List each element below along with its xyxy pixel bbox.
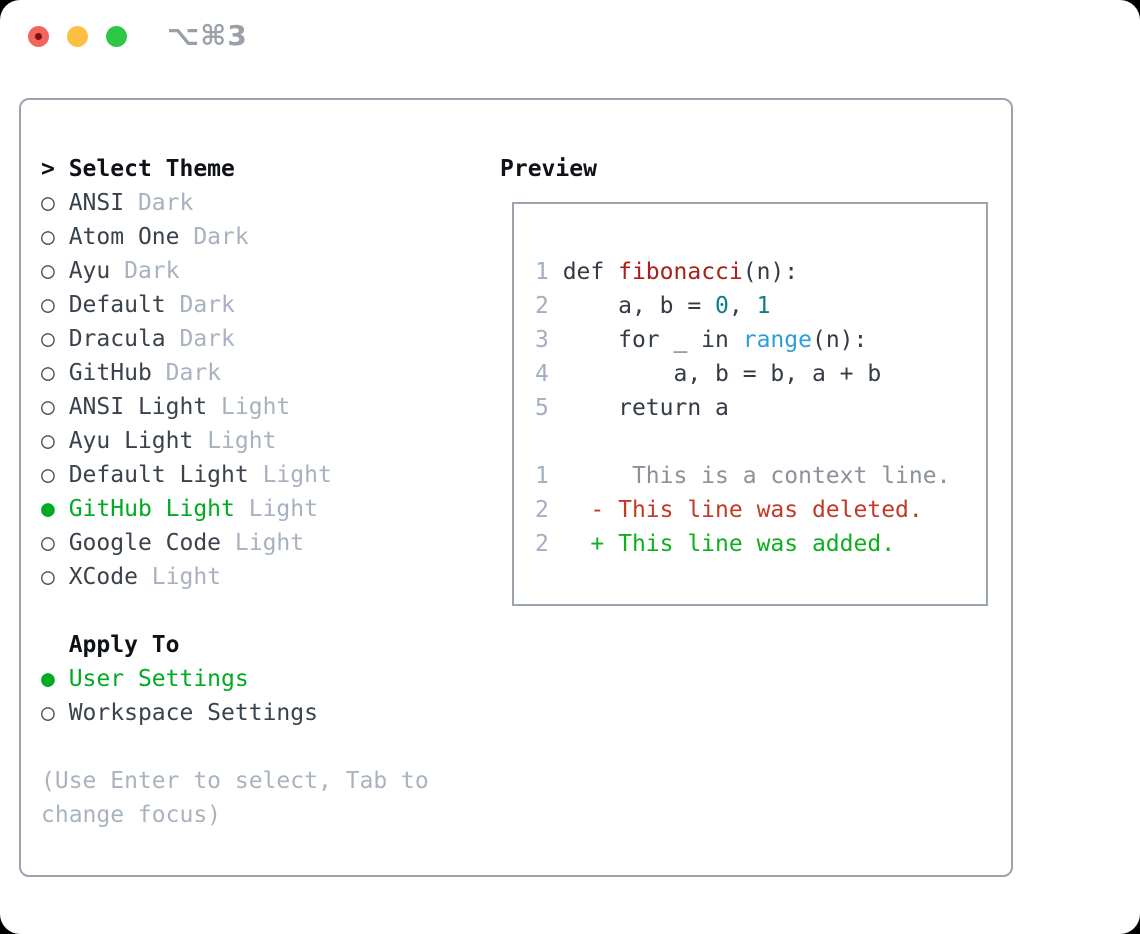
radio-icon: ○ bbox=[41, 326, 55, 352]
theme-option[interactable]: ○ Google Code Light bbox=[41, 526, 429, 560]
radio-icon: ○ bbox=[41, 258, 55, 284]
radio-icon: ○ bbox=[41, 564, 55, 590]
option-label: GitHub bbox=[54, 360, 152, 386]
radio-icon: ● bbox=[41, 666, 55, 692]
option-tag: Light bbox=[193, 428, 277, 454]
theme-option[interactable]: ○ Atom One Dark bbox=[41, 220, 429, 254]
code-line: 2 a, b = 0, 1 bbox=[535, 293, 771, 319]
option-label: User Settings bbox=[54, 666, 249, 692]
theme-option[interactable]: ○ Default Light Light bbox=[41, 458, 429, 492]
radio-icon: ● bbox=[41, 496, 55, 522]
option-label: Ayu bbox=[54, 258, 111, 284]
theme-option[interactable]: ● GitHub Light Light bbox=[41, 492, 429, 526]
theme-option[interactable]: ○ ANSI Dark bbox=[41, 186, 429, 220]
option-label: ANSI Light bbox=[54, 394, 208, 420]
theme-option[interactable]: ○ Ayu Light Light bbox=[41, 424, 429, 458]
code-line: 1 This is a context line. bbox=[535, 463, 951, 489]
option-label: Atom One bbox=[54, 224, 180, 250]
apply-to-header: Apply To bbox=[68, 632, 180, 658]
option-tag: Light bbox=[221, 530, 305, 556]
theme-selector-window: > Select Theme ○ ANSI Dark○ Atom One Dar… bbox=[19, 98, 1013, 877]
preview-header: Preview bbox=[500, 156, 597, 182]
select-theme-header: > Select Theme bbox=[41, 152, 429, 186]
radio-icon: ○ bbox=[41, 530, 55, 556]
option-label: XCode bbox=[54, 564, 138, 590]
option-tag: Light bbox=[207, 394, 291, 420]
close-button[interactable] bbox=[28, 26, 49, 47]
spacer bbox=[41, 594, 429, 628]
option-label: Default bbox=[54, 292, 166, 318]
code-line: 4 a, b = b, a + b bbox=[535, 361, 882, 387]
option-label: Default Light bbox=[54, 462, 249, 488]
theme-list: ○ ANSI Dark○ Atom One Dark○ Ayu Dark○ De… bbox=[41, 186, 429, 594]
radio-icon: ○ bbox=[41, 394, 55, 420]
option-label: Dracula bbox=[54, 326, 166, 352]
option-tag: Dark bbox=[165, 326, 235, 352]
apply-to-list: ● User Settings○ Workspace Settings bbox=[41, 662, 429, 730]
hint-line: change focus) bbox=[41, 802, 222, 828]
option-tag: Dark bbox=[110, 258, 180, 284]
theme-option[interactable]: ○ GitHub Dark bbox=[41, 356, 429, 390]
option-label: GitHub Light bbox=[54, 496, 235, 522]
window-title: ⌥⌘3 bbox=[167, 19, 248, 52]
select-theme-label: Select Theme bbox=[68, 156, 235, 182]
theme-option[interactable]: ○ Default Dark bbox=[41, 288, 429, 322]
option-label: Workspace Settings bbox=[54, 700, 318, 726]
theme-option[interactable]: ○ ANSI Light Light bbox=[41, 390, 429, 424]
radio-icon: ○ bbox=[41, 700, 55, 726]
apply-to-option[interactable]: ● User Settings bbox=[41, 662, 429, 696]
code-line: 5 return a bbox=[535, 395, 729, 421]
spacer bbox=[41, 730, 429, 764]
theme-picker-panel: > Select Theme ○ ANSI Dark○ Atom One Dar… bbox=[41, 152, 429, 832]
radio-icon: ○ bbox=[41, 462, 55, 488]
hint-line: (Use Enter to select, Tab to bbox=[41, 768, 429, 794]
code-line: 3 for _ in range(n): bbox=[535, 327, 868, 353]
theme-option[interactable]: ○ Dracula Dark bbox=[41, 322, 429, 356]
option-label: ANSI bbox=[54, 190, 125, 216]
theme-option[interactable]: ○ XCode Light bbox=[41, 560, 429, 594]
apply-to-option[interactable]: ○ Workspace Settings bbox=[41, 696, 429, 730]
code-line bbox=[535, 425, 986, 459]
option-tag: Light bbox=[234, 496, 318, 522]
prompt-icon: > bbox=[41, 156, 69, 182]
radio-icon: ○ bbox=[41, 224, 55, 250]
option-tag: Dark bbox=[124, 190, 194, 216]
option-tag: Dark bbox=[179, 224, 249, 250]
radio-icon: ○ bbox=[41, 292, 55, 318]
code-line: 1 def fibonacci(n): bbox=[535, 259, 799, 285]
option-label: Google Code bbox=[54, 530, 222, 556]
option-tag: Dark bbox=[165, 292, 235, 318]
option-label: Ayu Light bbox=[54, 428, 194, 454]
code-line: 2 - This line was deleted. bbox=[535, 497, 923, 523]
option-tag: Light bbox=[137, 564, 222, 590]
option-tag: Light bbox=[248, 462, 332, 488]
code-preview: 1 def fibonacci(n): 2 a, b = 0, 1 3 for _ … bbox=[514, 204, 986, 561]
hint-text: (Use Enter to select, Tab to change focus… bbox=[41, 764, 429, 832]
code-line: 2 + This line was added. bbox=[535, 531, 896, 557]
option-tag: Dark bbox=[151, 360, 222, 386]
minimize-button[interactable] bbox=[67, 26, 88, 47]
radio-icon: ○ bbox=[41, 360, 55, 386]
preview-box: 1 def fibonacci(n): 2 a, b = 0, 1 3 for _ … bbox=[512, 202, 988, 606]
radio-icon: ○ bbox=[41, 428, 55, 454]
radio-icon: ○ bbox=[41, 190, 55, 216]
zoom-button[interactable] bbox=[106, 26, 127, 47]
theme-option[interactable]: ○ Ayu Dark bbox=[41, 254, 429, 288]
